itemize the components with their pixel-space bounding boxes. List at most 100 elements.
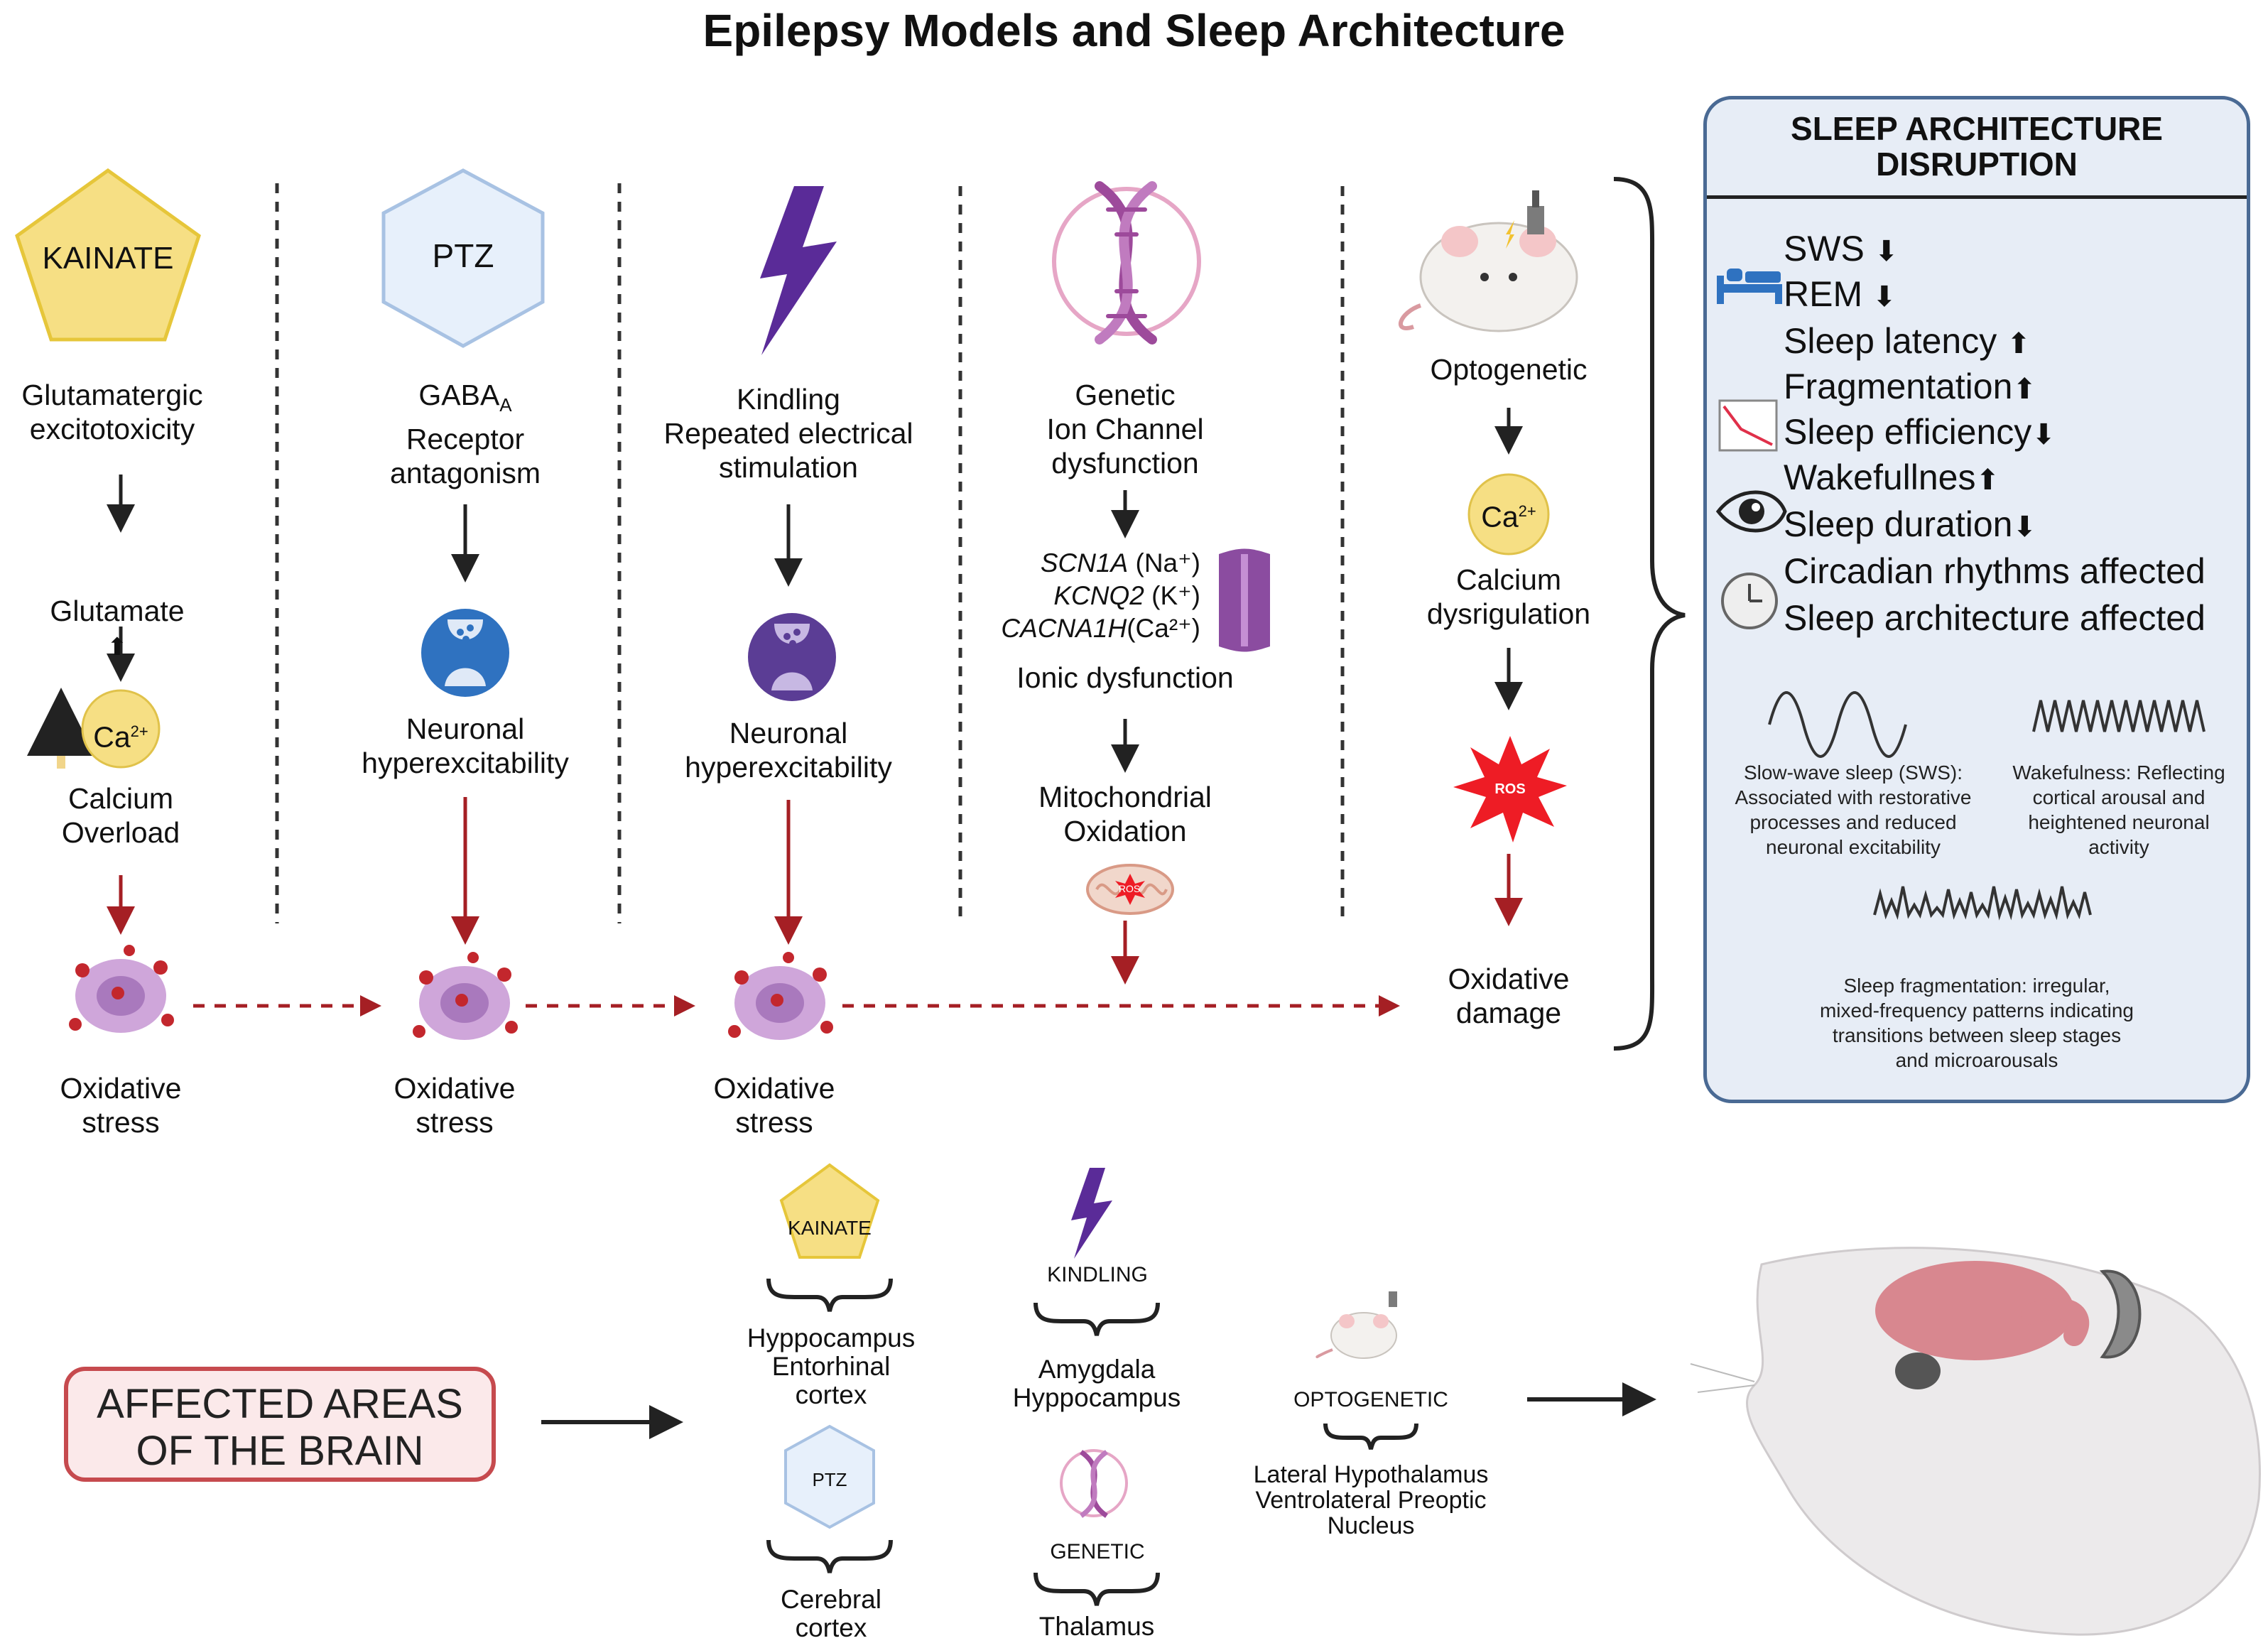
ptz-small-hexagon-icon [784, 1424, 875, 1529]
kindling-outcome: Oxidative stress [713, 1072, 835, 1139]
item-text: Fragmentation [1784, 367, 2013, 406]
kainate-mechanism: Glutamatergic excitotoxicity [21, 379, 203, 445]
gene-name: CACNA1H [1001, 614, 1127, 643]
kindling-small-lightning-icon [1071, 1168, 1112, 1259]
item-text: Sleep duration [1784, 504, 2013, 544]
down-arrow-icon: ⬇ [2012, 511, 2036, 543]
kainate-glutamate-label: Glutamate ⬆ [28, 560, 206, 664]
kindling-small-label: KINDLING [1047, 1263, 1148, 1286]
optogenetic-regions: Lateral Hypothalamus Ventrolateral Preop… [1253, 1461, 1489, 1539]
synapse-icon-purple [746, 611, 838, 703]
panel-item-wakefulness: Wakefullnes⬆ [1784, 455, 2000, 503]
optogenetic-calcium-dysregulation: Calcium dysrigulation [1426, 563, 1591, 630]
fragmentation-wave-icon [1873, 886, 2092, 921]
item-text: Sleep efficiency [1784, 412, 2032, 452]
ion-charge: 2+ [130, 722, 148, 740]
declining-chart-icon [1718, 399, 1778, 452]
wake-caption: Wakefulness: Reflecting cortical arousal… [2012, 761, 2225, 858]
kindling-mechanism: Kindling Repeated electrical stimulation [663, 383, 913, 484]
wake-wave-icon [2032, 700, 2205, 732]
kainate-outcome: Oxidative stress [60, 1072, 182, 1139]
ion-symbol: Ca [93, 720, 131, 754]
clock-icon [1721, 573, 1778, 629]
up-arrow-icon: ⬆ [107, 634, 128, 661]
optogenetic-mouse-icon [1398, 190, 1578, 332]
gene-scn1a: SCN1A (Na⁺) [980, 547, 1200, 580]
gene-cacna1h: CACNA1H(Ca²⁺) [980, 612, 1200, 645]
glutamate-text: Glutamate [50, 595, 185, 627]
oxidative-cell-icon-2 [405, 949, 524, 1056]
diagram-title: Epilepsy Models and Sleep Architecture [702, 5, 1566, 56]
item-text: SWS [1784, 229, 1865, 269]
gene-ion: (Na⁺) [1135, 548, 1200, 578]
sws-caption: Slow-wave sleep (SWS): Associated with r… [1735, 761, 1972, 858]
panel-divider [1707, 195, 2247, 199]
panel-item-sws: SWS ⬇ [1784, 226, 1898, 274]
down-arrow-icon: ⬇ [1874, 236, 1899, 267]
kindling-hyperexcitability: Neuronal hyperexcitability [685, 717, 892, 784]
genetic-mitochondrial: Mitochondrial Oxidation [1038, 781, 1212, 847]
up-arrow-icon: ⬆ [2012, 374, 2036, 405]
panel-item-efficiency: Sleep efficiency⬇ [1784, 409, 2056, 457]
gene-kcnq2: KCNQ2 (K⁺) [980, 580, 1200, 612]
rat-head-brain-icon [1690, 1247, 2261, 1636]
panel-item-architecture: Sleep architecture affected [1784, 595, 2205, 641]
gene-list: SCN1A (Na⁺) KCNQ2 (K⁺) CACNA1H(Ca²⁺) [980, 547, 1200, 645]
affected-areas-label: AFFECTED AREAS OF THE BRAIN [97, 1381, 463, 1474]
genetic-regions: Thalamus [1038, 1612, 1155, 1641]
ptz-hyperexcitability: Neuronal hyperexcitability [362, 712, 569, 779]
mitochondrion-icon [1084, 860, 1176, 919]
ptz-badge: PTZ [432, 237, 494, 274]
synapse-icon-blue [419, 607, 511, 699]
oxidative-cell-icon-1 [61, 942, 180, 1048]
ion-symbol: Ca [1481, 500, 1519, 533]
item-text: Wakefullnes [1784, 457, 1976, 497]
panel-item-rem: REM ⬇ [1784, 271, 1897, 320]
affected-areas-box: AFFECTED AREAS OF THE BRAIN [64, 1367, 496, 1482]
item-text: Circadian rhythms affected [1784, 551, 2205, 591]
panel-title: SLEEP ARCHITECTURE DISRUPTION [1791, 110, 2163, 183]
ptz-outcome: Oxidative stress [394, 1072, 516, 1139]
item-text: Sleep latency [1784, 321, 1997, 361]
mito-ros-badge: ROS [1118, 883, 1141, 894]
panel-item-duration: Sleep duration⬇ [1784, 502, 2036, 550]
kainate-regions: Hyppocampus Entorhinal cortex [747, 1323, 916, 1409]
genetic-ionic-dysfunction: Ionic dysfunction [1016, 661, 1234, 694]
calcium-circle-icon [81, 689, 161, 769]
lightning-icon [760, 186, 837, 355]
fragmentation-caption: Sleep fragmentation: irregular, mixed-fr… [1819, 975, 2134, 1071]
down-arrow-icon: ⬇ [2031, 419, 2056, 450]
kainate-small-pentagon-icon [779, 1163, 880, 1259]
genetic-mechanism: Genetic Ion Channel dysfunction [1046, 379, 1204, 479]
item-text: REM [1784, 274, 1863, 314]
ptz-regions: Cerebral cortex [781, 1585, 881, 1642]
calcium-circle-icon-2 [1467, 473, 1550, 555]
kainate-pentagon-icon [15, 168, 201, 342]
sleep-architecture-panel: SLEEP ARCHITECTURE DISRUPTION [1703, 96, 2250, 1103]
ptz-small-badge: PTZ [812, 1469, 847, 1490]
item-text: Sleep architecture affected [1784, 598, 2205, 638]
ion-charge: 2+ [1518, 502, 1536, 520]
optogenetic-calcium-ion: Ca2+ [1466, 494, 1551, 534]
gene-ion: (Ca²⁺) [1127, 614, 1200, 643]
sws-wave-icon [1768, 691, 1907, 758]
gene-name: KCNQ2 [1053, 581, 1144, 610]
ptz-mechanism-rest: Receptor antagonism [390, 423, 541, 490]
kainate-calcium-ion: Ca2+ [80, 715, 162, 754]
kainate-small-badge: KAINATE [788, 1217, 872, 1239]
down-arrow-icon: ⬇ [1872, 281, 1897, 313]
bed-icon [1717, 269, 1782, 304]
panel-item-fragmentation: Fragmentation⬆ [1784, 364, 2036, 412]
optogenetic-outcome: Oxidative damage [1448, 963, 1570, 1029]
kindling-regions: Amygdala Hyppocampus [1012, 1355, 1181, 1412]
genetic-small-dna-icon [1060, 1449, 1128, 1518]
ros-label: ROS [1494, 781, 1526, 797]
gene-name: SCN1A [1040, 548, 1129, 578]
genetic-small-label: GENETIC [1050, 1540, 1145, 1563]
ion-channel-icon [1212, 547, 1277, 654]
up-arrow-icon: ⬆ [1975, 465, 2000, 496]
panel-item-circadian: Circadian rhythms affected [1784, 548, 2205, 594]
region-braces [766, 1278, 1418, 1606]
